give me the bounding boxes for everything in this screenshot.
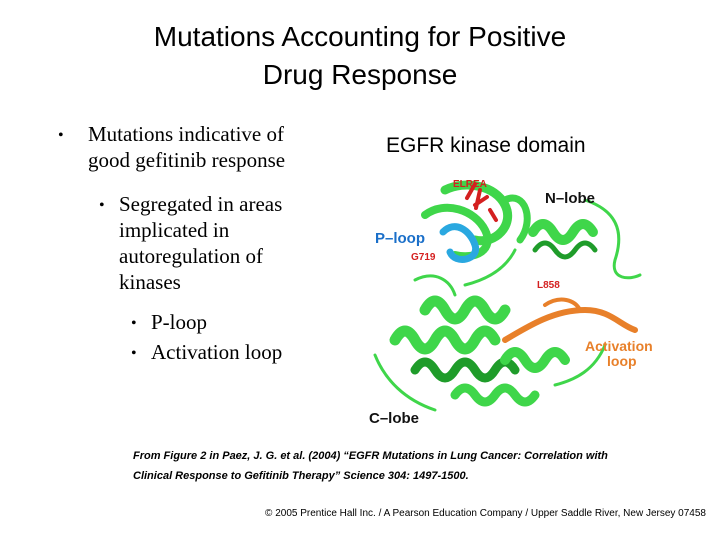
- c-lobe-helix: [500, 347, 570, 373]
- n-lobe-label: N–lobe: [545, 190, 595, 207]
- activation-label-line-2: loop: [607, 353, 637, 369]
- c-lobe-helix: [419, 295, 511, 325]
- caption-line-2: Clinical Response to Gefitinib Therapy” …: [133, 470, 469, 482]
- slide-title-line-2: Drug Response: [262, 59, 458, 90]
- l858-label: L858: [537, 280, 560, 291]
- bullet-text: P-loop: [151, 310, 208, 334]
- connector-loop: [583, 198, 642, 280]
- p-loop-ribbon: [439, 223, 480, 263]
- c-lobe-helix: [410, 357, 520, 383]
- bullet-dot-icon: •: [131, 345, 137, 362]
- bullet-text-line: Mutations indicative of: [88, 122, 284, 146]
- bullet-dot-icon: •: [99, 197, 105, 214]
- bullet-text: Activation loop: [151, 340, 283, 364]
- bullet-p-loop: • P-loop: [131, 309, 311, 335]
- bullet-dot-icon: •: [58, 127, 64, 144]
- bullet-segregated: • Segregated in areas implicated in auto…: [99, 191, 319, 295]
- n-lobe-helix: [528, 219, 598, 245]
- caption-line-1: From Figure 2 in Paez, J. G. et al. (200…: [133, 450, 608, 462]
- hinge-coil: [463, 248, 517, 287]
- n-lobe-strand: [440, 180, 513, 246]
- activation-loop-ribbon: [543, 297, 582, 312]
- elrea-residues: [465, 182, 498, 222]
- bullet-text-line: kinases: [119, 270, 181, 294]
- p-loop-label: P–loop: [375, 230, 425, 247]
- n-lobe-strand: [501, 194, 531, 244]
- bullet-text-line: Segregated in areas: [119, 192, 283, 216]
- activation-loop-ribbon: [502, 307, 638, 343]
- bullet-activation-loop: • Activation loop: [131, 339, 311, 365]
- c-lobe-helix: [389, 325, 501, 355]
- activation-label-line-1: Activation: [585, 338, 653, 354]
- egfr-kinase-structure-image: ELREA N–lobe P–loop G719 L858 Activation…: [369, 179, 653, 427]
- c-lobe-coil: [373, 274, 607, 412]
- elrea-label: ELREA: [453, 179, 487, 190]
- bullet-text-line: implicated in: [119, 218, 230, 242]
- slide-title: Mutations Accounting for Positive Drug R…: [60, 18, 660, 94]
- bullet-dot-icon: •: [131, 315, 137, 332]
- bullet-text-line: autoregulation of: [119, 244, 264, 268]
- bullet-mutations: • Mutations indicative of good gefitinib…: [58, 121, 358, 173]
- c-lobe-label: C–lobe: [369, 410, 419, 427]
- c-lobe-helix: [450, 383, 540, 407]
- bullet-text-line: good gefitinib response: [88, 148, 286, 172]
- g719-label: G719: [411, 252, 436, 263]
- figure-label: EGFR kinase domain: [386, 134, 586, 157]
- figure-caption: From Figure 2 in Paez, J. G. et al. (200…: [133, 446, 693, 486]
- slide-title-line-1: Mutations Accounting for Positive: [153, 21, 567, 52]
- n-lobe-helix: [532, 240, 598, 260]
- copyright-footer: © 2005 Prentice Hall Inc. / A Pearson Ed…: [265, 508, 706, 519]
